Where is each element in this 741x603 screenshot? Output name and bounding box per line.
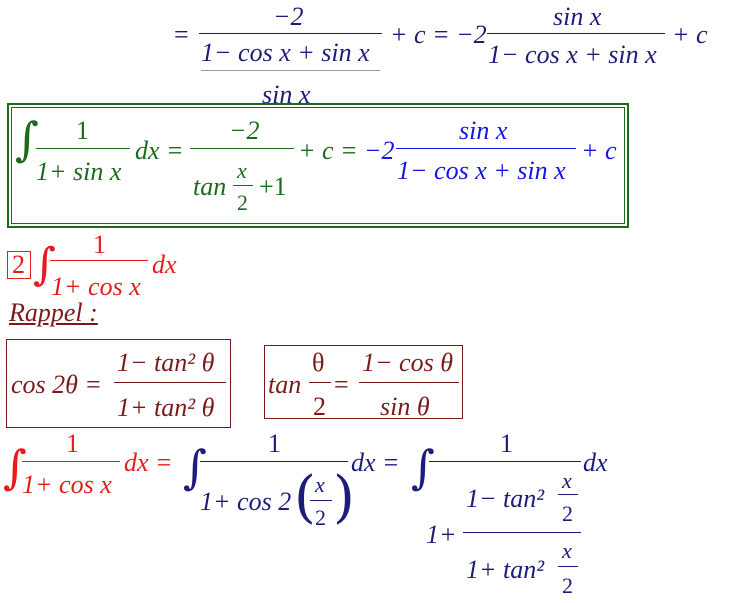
plus-c-equals: + c = −2 bbox=[390, 20, 487, 49]
last-numerator-2: 1 bbox=[268, 429, 281, 458]
last-numerator-3: 1 bbox=[500, 429, 513, 458]
fraction-numerator-2: sin x bbox=[553, 2, 602, 31]
tan-arg-denominator: 2 bbox=[237, 190, 248, 215]
equals-sign: = bbox=[174, 20, 189, 49]
inner-den-x: x bbox=[562, 538, 572, 563]
last-dx-3: dx bbox=[583, 448, 608, 477]
integral-sign-1: ∫ bbox=[3, 440, 27, 494]
last-denominator-2: 1+ cos 2 bbox=[200, 487, 292, 516]
plus-c: + c bbox=[672, 20, 708, 49]
dx-equals: dx = bbox=[135, 136, 184, 165]
cos-bar bbox=[114, 382, 226, 383]
last-bar-1 bbox=[22, 461, 120, 462]
blue-plus-c: + c bbox=[581, 136, 617, 165]
tan-word: tan bbox=[193, 172, 227, 201]
fraction-bar bbox=[199, 33, 382, 34]
result-box-inner bbox=[11, 107, 625, 224]
result-bar bbox=[190, 148, 294, 149]
paren-x: x bbox=[315, 472, 325, 497]
left-paren: ( bbox=[294, 465, 316, 530]
fraction-denominator-2: 1− cos x + sin x bbox=[488, 40, 657, 69]
tan-plus-one: +1 bbox=[259, 172, 287, 201]
tan-bar bbox=[359, 382, 459, 383]
blue-bar bbox=[396, 148, 576, 149]
paren-bar bbox=[310, 500, 332, 501]
fraction-denominator-top: 1− cos x + sin x bbox=[201, 38, 370, 67]
cos-lhs: cos 2θ = bbox=[11, 370, 102, 399]
fraction-numerator: −2 bbox=[273, 2, 304, 31]
inner-num-frac-bar bbox=[558, 494, 578, 495]
integrand-bar bbox=[36, 148, 130, 149]
result-box-outer bbox=[7, 103, 629, 228]
problem-number: 2 bbox=[12, 250, 25, 279]
right-paren: ) bbox=[333, 465, 355, 530]
integrand-numerator: 1 bbox=[76, 116, 89, 145]
plus-c-equals: + c = bbox=[298, 136, 358, 165]
problem-dx: dx bbox=[152, 250, 177, 279]
problem-numerator: 1 bbox=[93, 230, 106, 259]
integrand-denominator: 1+ sin x bbox=[36, 157, 122, 186]
blue-numerator: sin x bbox=[459, 116, 508, 145]
theta-bar bbox=[309, 382, 331, 383]
inner-den-frac-bar bbox=[558, 566, 578, 567]
tan-word: tan bbox=[268, 370, 302, 399]
last-denominator-1: 1+ cos x bbox=[22, 470, 112, 499]
inner-fraction-bar bbox=[201, 70, 380, 71]
integral-sign: ∫ bbox=[33, 239, 56, 290]
problem-bar bbox=[50, 260, 148, 261]
theta-denominator: 2 bbox=[313, 392, 326, 421]
tan-formula-box bbox=[264, 345, 463, 419]
last-bar-2 bbox=[200, 461, 348, 462]
last-dx-2: dx = bbox=[351, 448, 400, 477]
integral-sign-3: ∫ bbox=[411, 440, 435, 494]
last-dx-1: dx = bbox=[124, 448, 173, 477]
one-plus: 1+ bbox=[426, 520, 457, 549]
tan-equals: = bbox=[334, 370, 349, 399]
cos-formula-box bbox=[6, 339, 231, 428]
theta-numerator: θ bbox=[312, 348, 325, 377]
inner-num-2: 2 bbox=[562, 501, 573, 526]
tan-numerator: 1− cos θ bbox=[362, 348, 453, 377]
rappel-label: Rappel : bbox=[9, 298, 98, 327]
result-numerator: −2 bbox=[229, 116, 260, 145]
integral-sign-2: ∫ bbox=[183, 440, 207, 494]
blue-denominator: 1− cos x + sin x bbox=[397, 156, 566, 185]
cos-denominator: 1+ tan² θ bbox=[117, 393, 215, 422]
coefficient: −2 bbox=[364, 136, 395, 165]
inner-denominator: 1+ tan² bbox=[466, 555, 545, 584]
inner-den-2: 2 bbox=[562, 573, 573, 598]
tan-arg-bar bbox=[233, 185, 253, 186]
paren-2: 2 bbox=[315, 505, 326, 530]
inner-numerator: 1− tan² bbox=[466, 484, 545, 513]
problem-number-box bbox=[7, 251, 31, 279]
problem-denominator: 1+ cos x bbox=[51, 272, 141, 301]
last-bar-3 bbox=[429, 461, 581, 462]
integral-sign: ∫ bbox=[15, 112, 39, 166]
inner-bar bbox=[463, 532, 581, 533]
last-numerator-1: 1 bbox=[66, 429, 79, 458]
inner-num-x: x bbox=[562, 468, 572, 493]
fraction-bar-2 bbox=[487, 33, 665, 34]
tan-arg-numerator: x bbox=[237, 158, 247, 183]
tan-denominator: sin θ bbox=[380, 392, 430, 421]
cos-numerator: 1− tan² θ bbox=[117, 348, 215, 377]
